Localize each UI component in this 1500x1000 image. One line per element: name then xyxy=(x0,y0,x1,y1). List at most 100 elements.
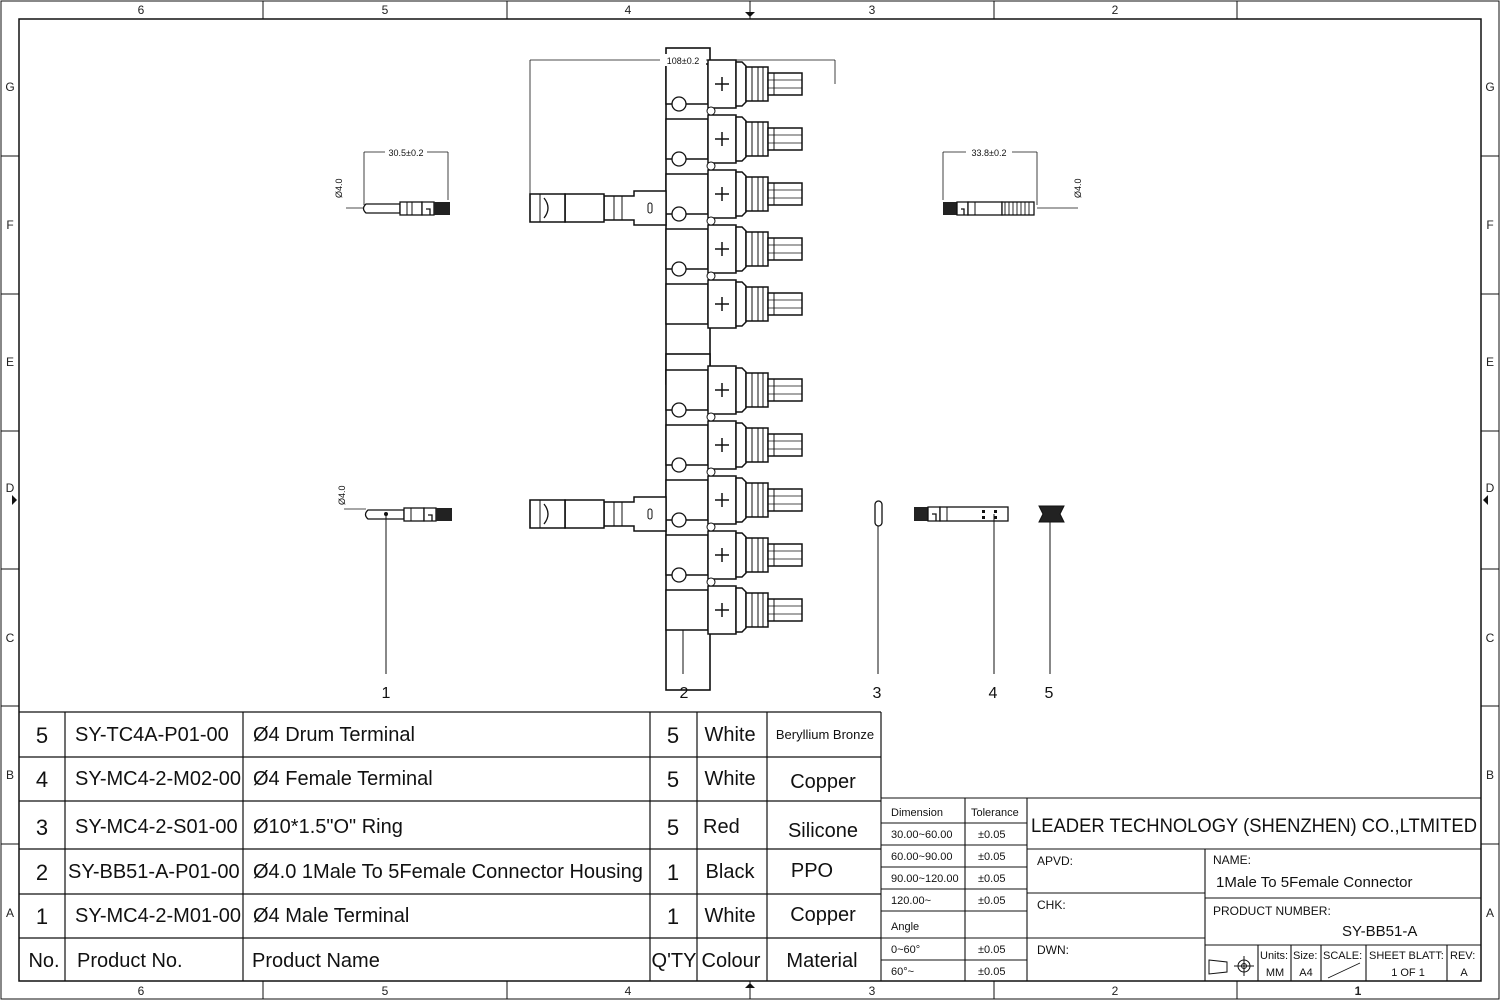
tolerance-range-1: 30.00~60.00 xyxy=(891,829,952,841)
female-terminal-lower xyxy=(914,506,1009,522)
bom-row-1-product-no: SY-TC4A-P01-00 xyxy=(75,724,229,746)
zone-row-left-b: B xyxy=(6,768,14,782)
bom-row-5-product-no: SY-MC4-2-M01-00 xyxy=(75,905,241,927)
size-value: A4 xyxy=(1299,967,1312,979)
tolerance-angle-range-1: 0~60° xyxy=(891,944,920,956)
male-terminal-lower xyxy=(344,507,452,522)
zone-row-left-a: A xyxy=(6,906,14,920)
tolerance-angle-label: Angle xyxy=(891,921,919,933)
bom-header-material: Material xyxy=(786,950,857,972)
dimension-female-terminal-dia: Ø4.0 xyxy=(1073,178,1083,198)
name-value: 1Male To 5Female Connector xyxy=(1216,874,1413,891)
callout-1: 1 xyxy=(382,685,391,702)
bom-row-3-no: 3 xyxy=(36,815,48,840)
bom-row: 1 SY-MC4-2-M01-00 Ø4 Male Terminal 1 Whi… xyxy=(36,904,856,929)
bom-row-1-qty: 5 xyxy=(667,723,679,748)
bom-row-2-no: 4 xyxy=(36,767,48,792)
bom-header-row: No. Product No. Product Name Q'TY Colour… xyxy=(28,950,857,972)
bom-row-2-product-no: SY-MC4-2-M02-00 xyxy=(75,768,241,790)
bom-row-3-product-name: Ø10*1.5"O" Ring xyxy=(253,816,403,838)
projection-symbol-icon xyxy=(1208,956,1254,976)
callout-3: 3 xyxy=(873,685,882,702)
tolerance-angle-range-2: 60°~ xyxy=(891,966,914,978)
company-name: LEADER TECHNOLOGY (SHENZHEN) CO.,LTMITED xyxy=(1031,816,1477,837)
zone-row-right-a: A xyxy=(1486,906,1494,920)
tolerance-angle-value-2: ±0.05 xyxy=(978,966,1005,978)
zone-row-left-e: E xyxy=(6,355,14,369)
bom-row-2-colour: White xyxy=(704,768,755,790)
tolerance-value-4: ±0.05 xyxy=(978,895,1005,907)
bom-row-2-qty: 5 xyxy=(667,767,679,792)
zone-row-left-g: G xyxy=(5,80,14,94)
bom-table-grid xyxy=(19,711,882,981)
bom-row-3-qty: 5 xyxy=(667,815,679,840)
connector-housing-lower-view xyxy=(530,354,802,690)
tolerance-value-2: ±0.05 xyxy=(978,851,1005,863)
zone-row-left-d: D xyxy=(6,481,15,495)
zone-col-bottom-6: 1 xyxy=(1355,984,1362,998)
tolerance-table-grid xyxy=(880,797,1481,981)
bom-row-4-product-no: SY-BB51-A-P01-00 xyxy=(68,861,240,883)
bom-header-product-no: Product No. xyxy=(77,950,183,972)
zone-row-left-f: F xyxy=(6,218,13,232)
bom-header-colour: Colour xyxy=(702,950,761,972)
dimension-overall-length-label: 108±0.2 xyxy=(667,56,699,66)
dimension-female-terminal-length: 33.8±0.2 xyxy=(972,148,1007,158)
bom-row-3-colour: Red xyxy=(703,816,740,838)
bom-row: 3 SY-MC4-2-S01-00 Ø10*1.5"O" Ring 5 Red … xyxy=(36,815,858,842)
name-label: NAME: xyxy=(1213,853,1251,867)
tolerance-angle-value-1: ±0.05 xyxy=(978,944,1005,956)
bom-header-qty: Q'TY xyxy=(652,950,697,972)
callout-leaders xyxy=(385,514,1051,674)
sheet-label: SHEET BLATT: xyxy=(1369,950,1444,962)
o-ring-part xyxy=(874,500,883,527)
product-number-value: SY-BB51-A xyxy=(1342,923,1417,940)
bom-row-1-colour: White xyxy=(704,724,755,746)
zone-col-bottom-3: 4 xyxy=(625,984,632,998)
bom-row-1-product-name: Ø4 Drum Terminal xyxy=(253,724,415,746)
units-value: MM xyxy=(1266,967,1284,979)
bom-row-5-product-name: Ø4 Male Terminal xyxy=(253,905,409,927)
size-label: Size: xyxy=(1293,950,1317,962)
bom-row-1-material: Beryllium Bronze xyxy=(776,727,874,742)
tolerance-value-1: ±0.05 xyxy=(978,829,1005,841)
zone-col-bottom-4: 3 xyxy=(869,984,876,998)
dimension-male-terminal-length: 30.5±0.2 xyxy=(389,148,424,158)
zone-col-bottom-5: 2 xyxy=(1112,984,1119,998)
dimension-male-terminal-dia: Ø4.0 xyxy=(334,178,344,198)
male-terminal-upper xyxy=(362,151,450,216)
chk-label: CHK: xyxy=(1037,898,1066,912)
female-terminal-upper xyxy=(942,151,1038,216)
zone-center-marks xyxy=(12,12,1488,988)
title-block-grid xyxy=(1027,848,1481,981)
rev-value: A xyxy=(1460,967,1468,979)
units-label: Units: xyxy=(1260,950,1288,962)
zone-col-top-3: 4 xyxy=(625,3,632,17)
bom-row-3-material: Silicone xyxy=(788,820,858,842)
bom-row-4-no: 2 xyxy=(36,860,48,885)
product-number-label: PRODUCT NUMBER: xyxy=(1213,904,1331,918)
bom-row-5-material: Copper xyxy=(790,904,856,926)
bom-row-4-material: PPO xyxy=(791,860,833,882)
sheet-value: 1 OF 1 xyxy=(1391,967,1425,979)
dimension-male-terminal-dia-lower: Ø4.0 xyxy=(337,485,347,505)
drum-terminal-part xyxy=(1038,505,1065,523)
zone-row-right-b: B xyxy=(1486,768,1494,782)
tolerance-value-3: ±0.05 xyxy=(978,873,1005,885)
bom-row: 2 SY-BB51-A-P01-00 Ø4.0 1Male To 5Female… xyxy=(36,860,833,885)
scale-label: SCALE: xyxy=(1323,950,1362,962)
bom-row-4-qty: 1 xyxy=(667,860,679,885)
bom-row-5-no: 1 xyxy=(36,904,48,929)
bom-row-4-product-name: Ø4.0 1Male To 5Female Connector Housing xyxy=(253,861,643,883)
bom-header-no: No. xyxy=(28,950,59,972)
zone-col-bottom-1: 6 xyxy=(138,984,145,998)
zone-row-right-e: E xyxy=(1486,355,1494,369)
bom-row: 5 SY-TC4A-P01-00 Ø4 Drum Terminal 5 Whit… xyxy=(36,723,874,748)
bom-row-5-qty: 1 xyxy=(667,904,679,929)
zone-col-top-5: 2 xyxy=(1112,3,1119,17)
bom-row-3-product-no: SY-MC4-2-S01-00 xyxy=(75,816,238,838)
zone-row-right-d: D xyxy=(1486,481,1495,495)
zone-row-right-c: C xyxy=(1486,631,1495,645)
